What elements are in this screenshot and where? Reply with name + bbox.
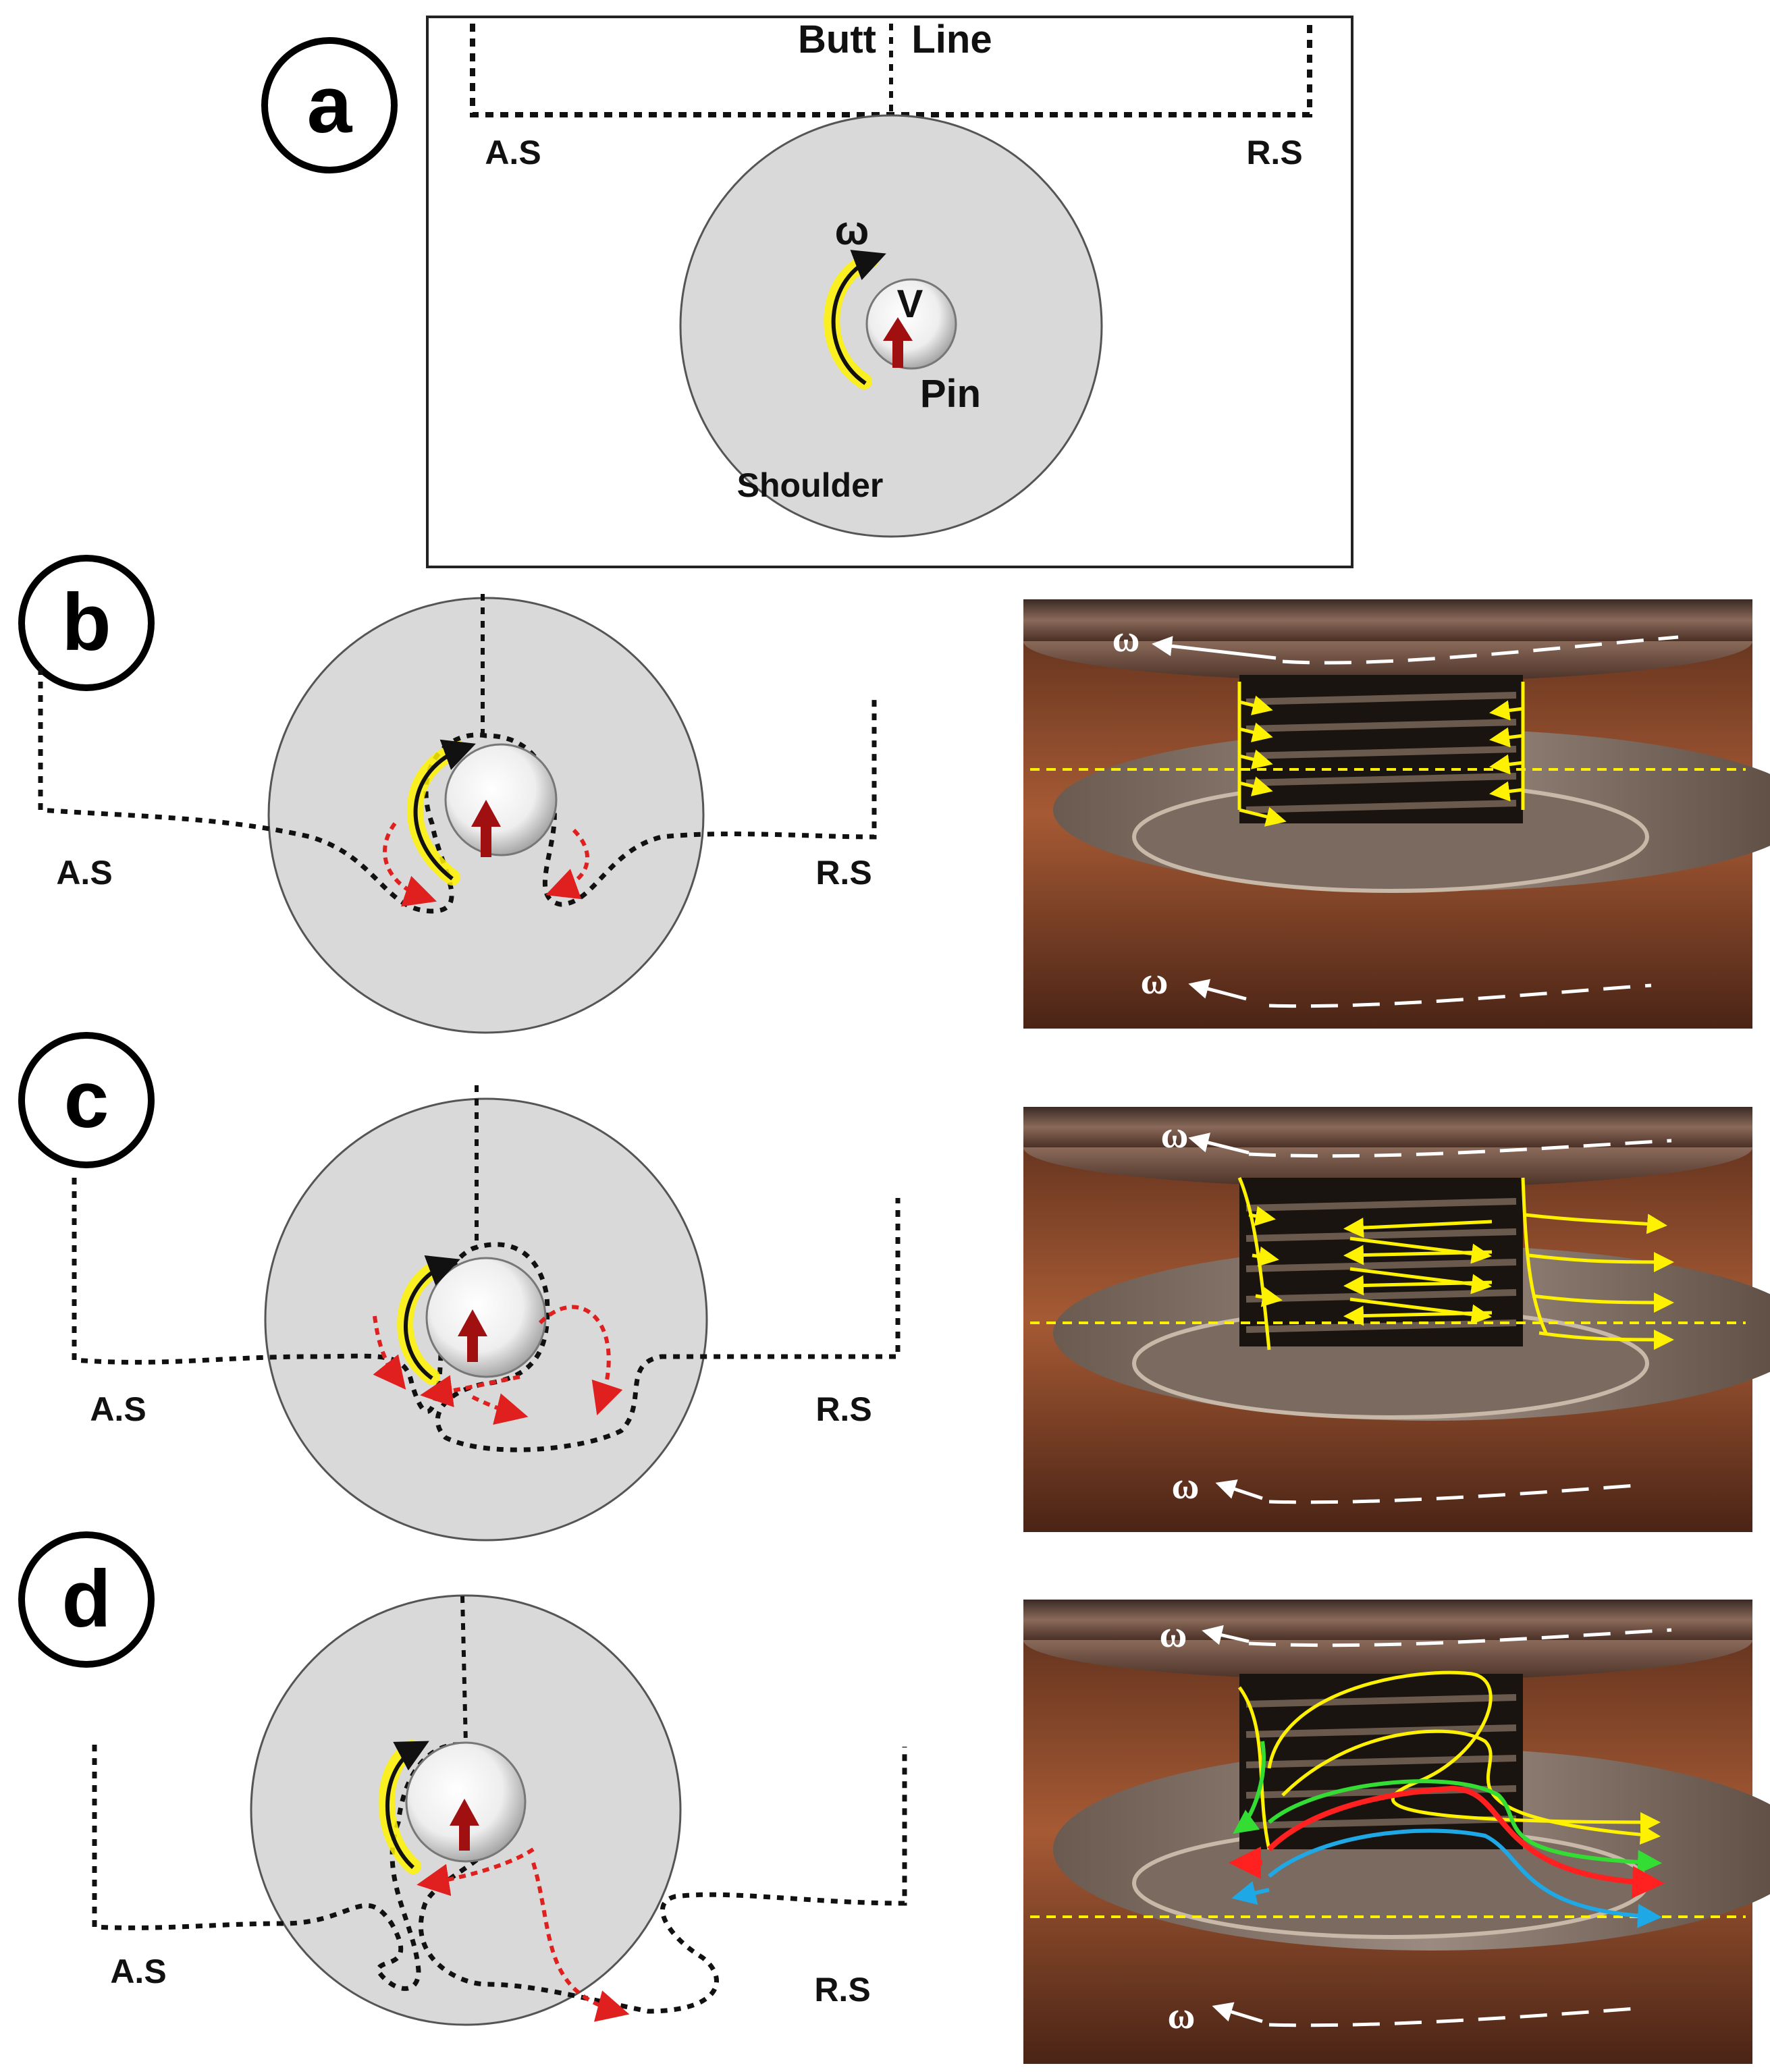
rotation-arrow-bottom-b — [1188, 979, 1247, 1001]
rotation-dash-top-c — [1248, 1139, 1672, 1158]
line-label: Line — [911, 18, 992, 61]
advancing-side-label-b: A.S — [56, 854, 112, 892]
panel-b-letter: b — [61, 577, 111, 667]
pin-disc-c — [425, 1257, 547, 1378]
panel-c-letter: c — [64, 1054, 109, 1145]
rotation-dash-bottom-d — [1268, 2006, 1645, 2027]
retreating-side-label: R.S — [1246, 134, 1302, 171]
retreating-side-label-d: R.S — [814, 1971, 870, 2009]
omega-top-b: ω — [1112, 618, 1140, 660]
omega-label: ω — [835, 208, 869, 253]
advancing-side-label: A.S — [485, 134, 541, 171]
omega-bottom-d: ω — [1168, 1995, 1196, 2037]
panel-c: c A.S R.S — [18, 1032, 1770, 1542]
panel-a-letter: a — [307, 59, 353, 150]
rotation-dash-top-b — [1282, 635, 1679, 665]
retreating-side-label-b: R.S — [815, 854, 871, 892]
pin-threads-c — [1245, 1198, 1517, 1333]
velocity-arrow-head — [883, 317, 913, 341]
rotation-dash-top-d — [1248, 1628, 1672, 1647]
velocity-arrow-head-c — [458, 1309, 487, 1336]
panel-d-letter: d — [61, 1554, 111, 1644]
butt-label: Butt — [798, 18, 876, 61]
panel-d: d A.S R.S — [18, 1531, 1770, 2064]
rotation-dash-bottom-c — [1268, 1483, 1645, 1504]
rotation-arrow-top-c — [1188, 1133, 1250, 1155]
omega-bottom-c: ω — [1172, 1465, 1200, 1507]
rotation-arrow-bottom-d — [1212, 2002, 1263, 2023]
pin-threads-b — [1245, 692, 1517, 813]
flow-arrow-d-2 — [531, 1862, 630, 2022]
panel-a: a Butt Line A.S R.S ω V Pin Shoulder — [261, 16, 1353, 568]
rotation-arrow-top-b — [1152, 636, 1277, 660]
photo-d: ω ω — [1023, 1600, 1770, 2064]
flow-arrow-c-3 — [471, 1393, 529, 1425]
omega-top-c: ω — [1161, 1114, 1189, 1156]
omega-top-d: ω — [1160, 1614, 1187, 1656]
pin-disc — [865, 278, 957, 370]
yellow-flow-b — [1237, 682, 1525, 827]
pin-disc-b — [444, 743, 558, 856]
rotation-arrow-d — [385, 1741, 429, 1870]
rotation-arrow-b — [413, 739, 476, 881]
rotation-dash-bottom-b — [1268, 983, 1652, 1008]
butt-line-d — [460, 1596, 468, 1745]
flow-arrow-c-1 — [373, 1315, 406, 1390]
yellow-flow-d — [1237, 1670, 1661, 1850]
panel-b-badge: b — [18, 555, 155, 691]
photo-c: ω ω — [1023, 1107, 1770, 1532]
material-path-c — [72, 1178, 901, 1452]
flow-arrow-b-right — [545, 828, 590, 900]
shoulder-label: Shoulder — [737, 466, 884, 504]
green-flow-d — [1233, 1741, 1662, 1875]
blue-flow-d — [1231, 1828, 1662, 1928]
pin-label: Pin — [920, 372, 981, 416]
rotation-arrow — [831, 250, 886, 385]
panel-d-badge: d — [18, 1531, 155, 1668]
velocity-arrow-head-b — [471, 800, 501, 827]
flow-arrow-c-4 — [538, 1305, 623, 1416]
rotation-arrow-c — [404, 1255, 460, 1380]
omega-bottom-b: ω — [1141, 960, 1169, 1002]
panel-c-badge: c — [18, 1032, 155, 1168]
red-flow-d — [1229, 1785, 1665, 1899]
advancing-side-label-d: A.S — [110, 1953, 166, 1990]
rotation-arrow-bottom-c — [1215, 1479, 1263, 1500]
pin-threads-d — [1245, 1694, 1517, 1829]
advancing-side-label-c: A.S — [90, 1390, 146, 1428]
photo-b: ω ω — [1023, 599, 1770, 1029]
velocity-arrow-head-d — [450, 1799, 479, 1826]
panel-b: b A.S R.S — [18, 555, 1770, 1034]
panel-a-badge: a — [261, 37, 398, 173]
velocity-label: V — [897, 282, 923, 326]
rotation-arrow-top-d — [1202, 1625, 1250, 1645]
yellow-flow-c — [1237, 1177, 1674, 1351]
retreating-side-label-c: R.S — [815, 1390, 871, 1428]
